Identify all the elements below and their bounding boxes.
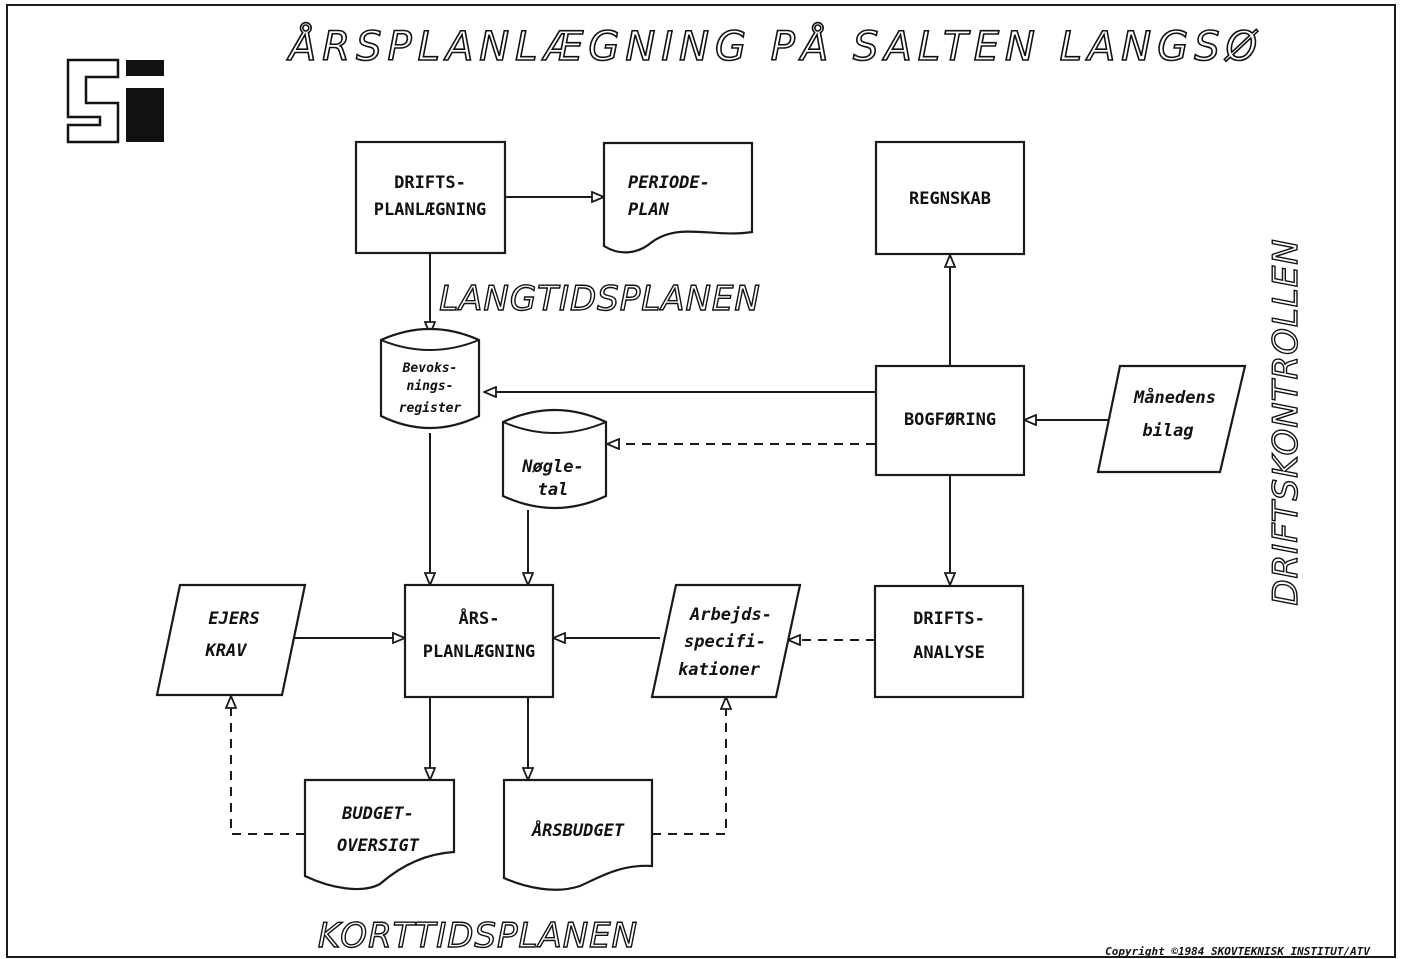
diagram-title: ÅRSPLANLÆGNING PÅ SALTEN LANGSØ	[286, 22, 1263, 70]
svg-text:Bevoks-: Bevoks-	[402, 361, 458, 376]
svg-text:OVERSIGT: OVERSIGT	[337, 836, 420, 856]
si-logo	[66, 58, 164, 144]
svg-text:register: register	[399, 401, 462, 416]
node-noegletal: Nøgle- tal	[501, 408, 608, 510]
node-bevoksningsregister: Bevoks- nings- register	[379, 327, 481, 430]
svg-text:specifi-: specifi-	[684, 632, 766, 652]
svg-text:DRIFTS-: DRIFTS-	[394, 173, 466, 193]
svg-text:Månedens: Månedens	[1133, 386, 1216, 408]
svg-text:BOGFØRING: BOGFØRING	[904, 410, 996, 430]
svg-text:ÅRSBUDGET: ÅRSBUDGET	[531, 819, 625, 841]
page-frame	[6, 4, 1396, 958]
svg-text:PERIODE-: PERIODE-	[628, 173, 710, 193]
node-maanedens-bilag: Månedens bilag	[1096, 364, 1247, 474]
svg-text:nings-: nings-	[407, 379, 454, 394]
edge-budgetoversigt-to-ejerskrav	[231, 696, 305, 835]
svg-text:REGNSKAB: REGNSKAB	[909, 189, 991, 209]
svg-text:Nøgle-: Nøgle-	[521, 457, 583, 477]
section-langtidsplanen: LANGTIDSPLANEN	[439, 279, 761, 319]
node-bogfoering: BOGFØRING	[874, 364, 1026, 477]
node-budget-oversigt: BUDGET- OVERSIGT	[303, 778, 456, 891]
node-ejers-krav: EJERS KRAV	[155, 583, 307, 697]
section-korttidsplanen: KORTTIDSPLANEN	[318, 916, 638, 956]
svg-text:EJERS: EJERS	[208, 609, 259, 629]
copyright-notice: Copyright ©1984 SKOVTEKNISK INSTITUT/ATV	[1105, 945, 1371, 958]
svg-text:ANALYSE: ANALYSE	[913, 643, 985, 663]
svg-text:Arbejds-: Arbejds-	[689, 605, 772, 625]
node-drifts-planlaegning: DRIFTS- PLANLÆGNING	[354, 140, 507, 255]
svg-text:kationer: kationer	[678, 660, 761, 680]
node-periode-plan: PERIODE- PLAN	[602, 141, 754, 254]
edge-aarsbudget-to-arbejdsspec	[652, 697, 726, 835]
svg-text:bilag: bilag	[1142, 421, 1193, 441]
svg-text:PLANLÆGNING: PLANLÆGNING	[374, 200, 487, 220]
svg-text:DRIFTS-: DRIFTS-	[913, 609, 985, 629]
node-aarsbudget: ÅRSBUDGET	[502, 778, 654, 891]
connectors	[231, 197, 1114, 835]
svg-text:tal: tal	[538, 480, 569, 500]
node-aars-planlaegning: ÅRS- PLANLÆGNING	[403, 583, 555, 699]
node-arbejdsspecifikationer: Arbejds- specifi- kationer	[650, 583, 802, 699]
svg-text:PLAN: PLAN	[628, 200, 670, 220]
svg-text:PLANLÆGNING: PLANLÆGNING	[423, 642, 536, 662]
svg-text:BUDGET-: BUDGET-	[341, 804, 414, 824]
node-drifts-analyse: DRIFTS- ANALYSE	[873, 584, 1025, 699]
svg-text:ÅRS-: ÅRS-	[459, 606, 500, 629]
section-driftskontrollen: DRIFTSKONTROLLEN	[1266, 238, 1306, 605]
node-regnskab: REGNSKAB	[874, 140, 1026, 256]
svg-text:KRAV: KRAV	[205, 641, 248, 661]
